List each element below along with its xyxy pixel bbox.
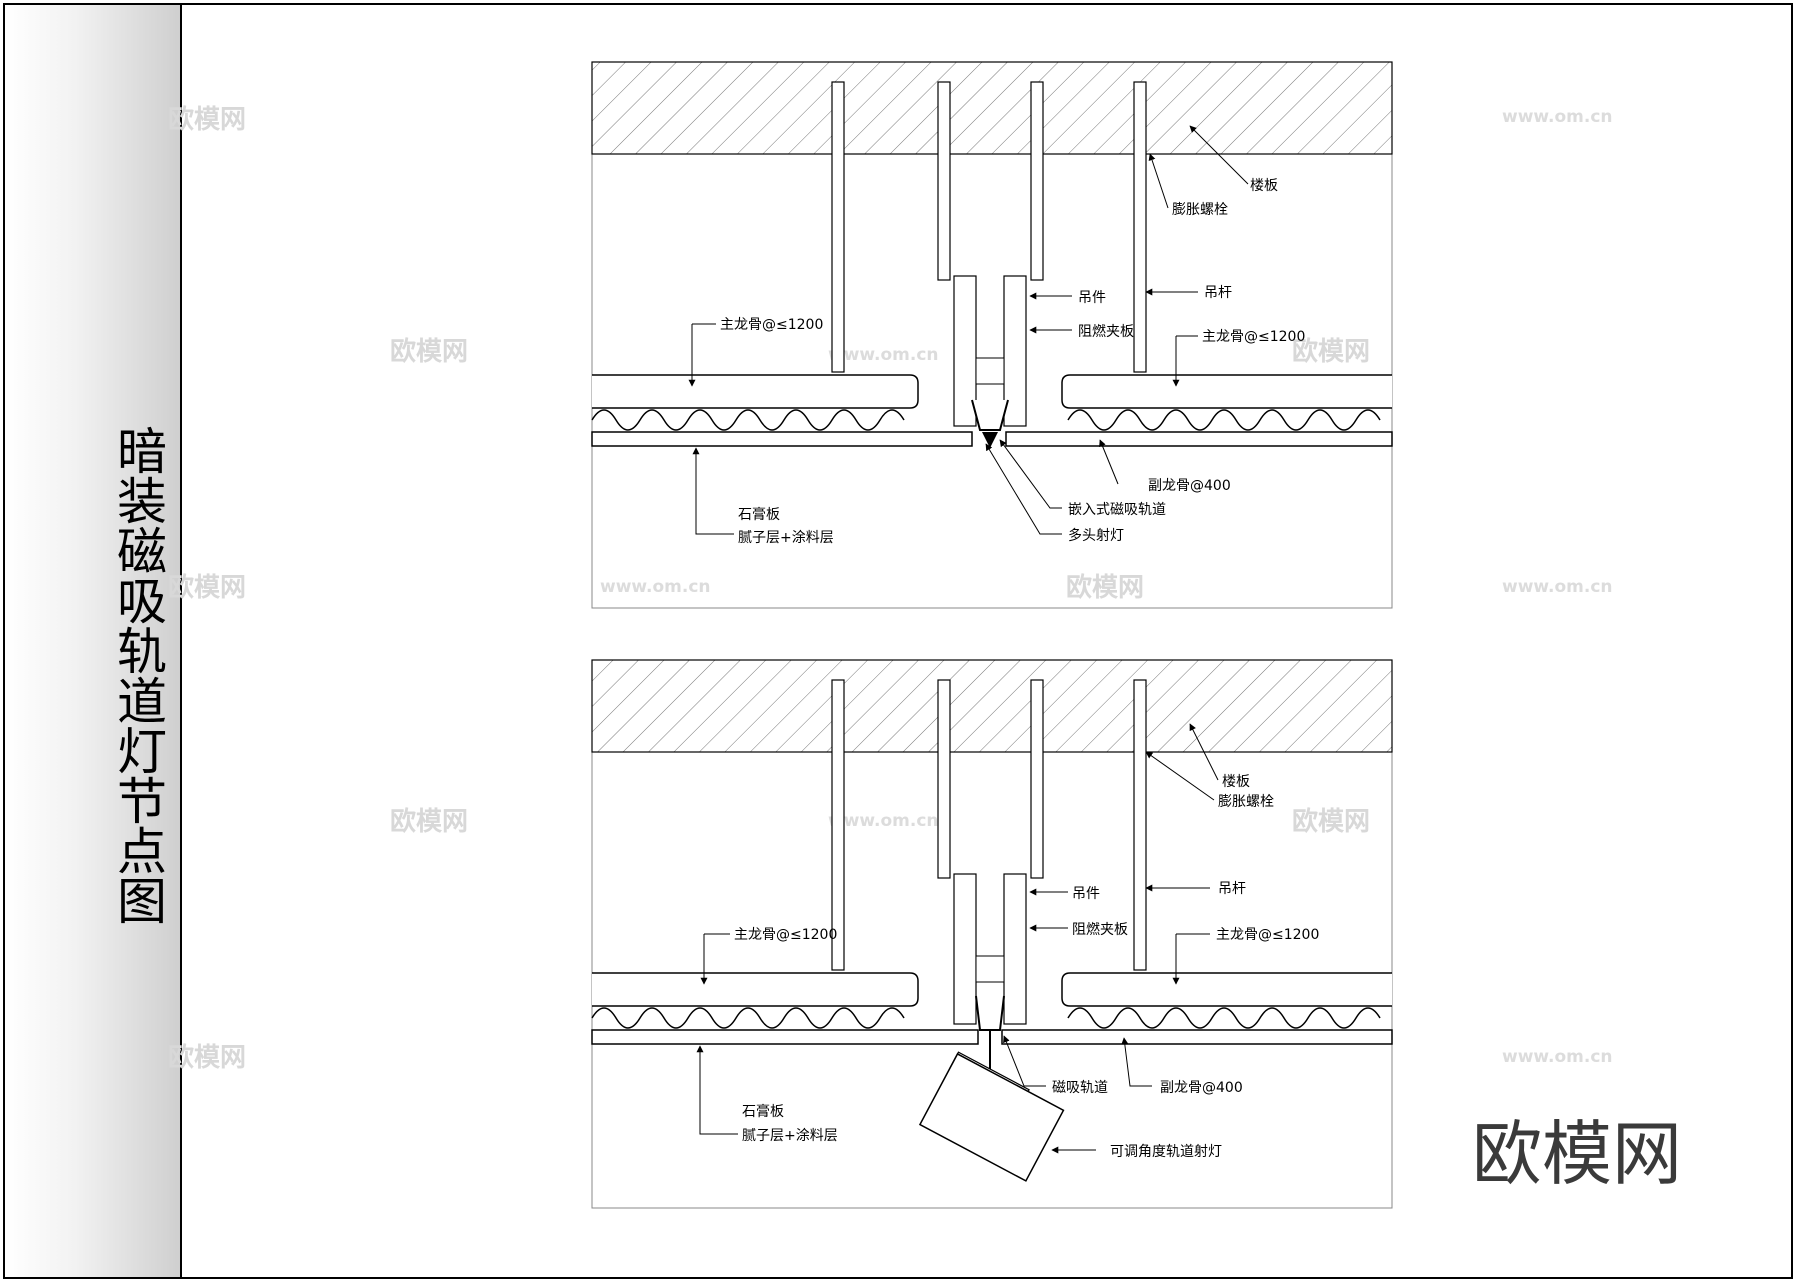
label-main-keel-left: 主龙骨@≤1200 xyxy=(720,317,823,333)
watermark-url: www.om.cn xyxy=(600,577,711,597)
watermark-url: www.om.cn xyxy=(1502,1047,1613,1067)
label-hanger: 吊件 xyxy=(1072,886,1100,902)
watermark-brand: 欧模网 xyxy=(390,336,468,367)
label-slab: 楼板 xyxy=(1222,774,1250,790)
label-gypsum: 石膏板 xyxy=(742,1103,784,1120)
label-bolt: 膨胀螺栓 xyxy=(1218,793,1274,810)
detail-bottom xyxy=(591,659,1393,1209)
watermark-url: www.om.cn xyxy=(828,345,939,365)
label-hanger: 吊件 xyxy=(1078,290,1106,306)
watermark-layer: 欧模网 欧模网 欧模网 欧模网 欧模网 欧模网 欧模网 欧模网 www.om.c… xyxy=(168,104,1613,1073)
labels-top: 楼板 膨胀螺栓 吊杆 吊件 阻燃夹板 主龙骨@≤1200 主龙骨@≤1200 副… xyxy=(688,125,1305,546)
brand-watermark: 欧模网 xyxy=(1472,1113,1682,1195)
title-strip: 暗装磁吸轨道灯节点图 xyxy=(5,5,182,1277)
watermark-brand: 欧模网 xyxy=(1292,806,1370,837)
detail-top xyxy=(591,61,1393,609)
label-main-keel-right: 主龙骨@≤1200 xyxy=(1202,329,1305,345)
label-light: 多头射灯 xyxy=(1068,527,1124,544)
slab xyxy=(591,61,1393,155)
label-sub-keel: 副龙骨@400 xyxy=(1160,1080,1243,1096)
label-board: 阻燃夹板 xyxy=(1078,323,1134,340)
label-slab: 楼板 xyxy=(1250,178,1278,194)
label-rod: 吊杆 xyxy=(1218,881,1246,897)
labels-bottom: 楼板 膨胀螺栓 吊杆 吊件 阻燃夹板 主龙骨@≤1200 主龙骨@≤1200 副… xyxy=(696,723,1319,1160)
label-track: 磁吸轨道 xyxy=(1052,1080,1108,1096)
label-main-keel-left: 主龙骨@≤1200 xyxy=(734,927,837,943)
label-finish: 腻子层+涂料层 xyxy=(738,530,834,546)
watermark-url: www.om.cn xyxy=(1502,577,1613,597)
watermark-brand: 欧模网 xyxy=(168,104,246,135)
label-bolt: 膨胀螺栓 xyxy=(1172,201,1228,218)
watermark-brand: 欧模网 xyxy=(168,1042,246,1073)
drawing-frame xyxy=(3,3,1793,1279)
watermark-brand: 欧模网 xyxy=(1292,336,1370,367)
watermark-brand: 欧模网 xyxy=(390,806,468,837)
slab xyxy=(591,659,1393,753)
watermark-brand: 欧模网 xyxy=(1066,572,1144,603)
label-track: 嵌入式磁吸轨道 xyxy=(1068,502,1166,518)
label-rod: 吊杆 xyxy=(1204,285,1232,301)
watermark-brand: 欧模网 xyxy=(168,572,246,603)
watermark-url: www.om.cn xyxy=(1502,107,1613,127)
label-board: 阻燃夹板 xyxy=(1072,921,1128,938)
label-light: 可调角度轨道射灯 xyxy=(1110,1144,1222,1160)
label-finish: 腻子层+涂料层 xyxy=(742,1128,838,1144)
label-sub-keel: 副龙骨@400 xyxy=(1148,478,1231,494)
drawing-title: 暗装磁吸轨道灯节点图 xyxy=(109,425,167,925)
label-gypsum: 石膏板 xyxy=(738,506,780,523)
label-main-keel-right: 主龙骨@≤1200 xyxy=(1216,927,1319,943)
watermark-url: www.om.cn xyxy=(828,811,939,831)
